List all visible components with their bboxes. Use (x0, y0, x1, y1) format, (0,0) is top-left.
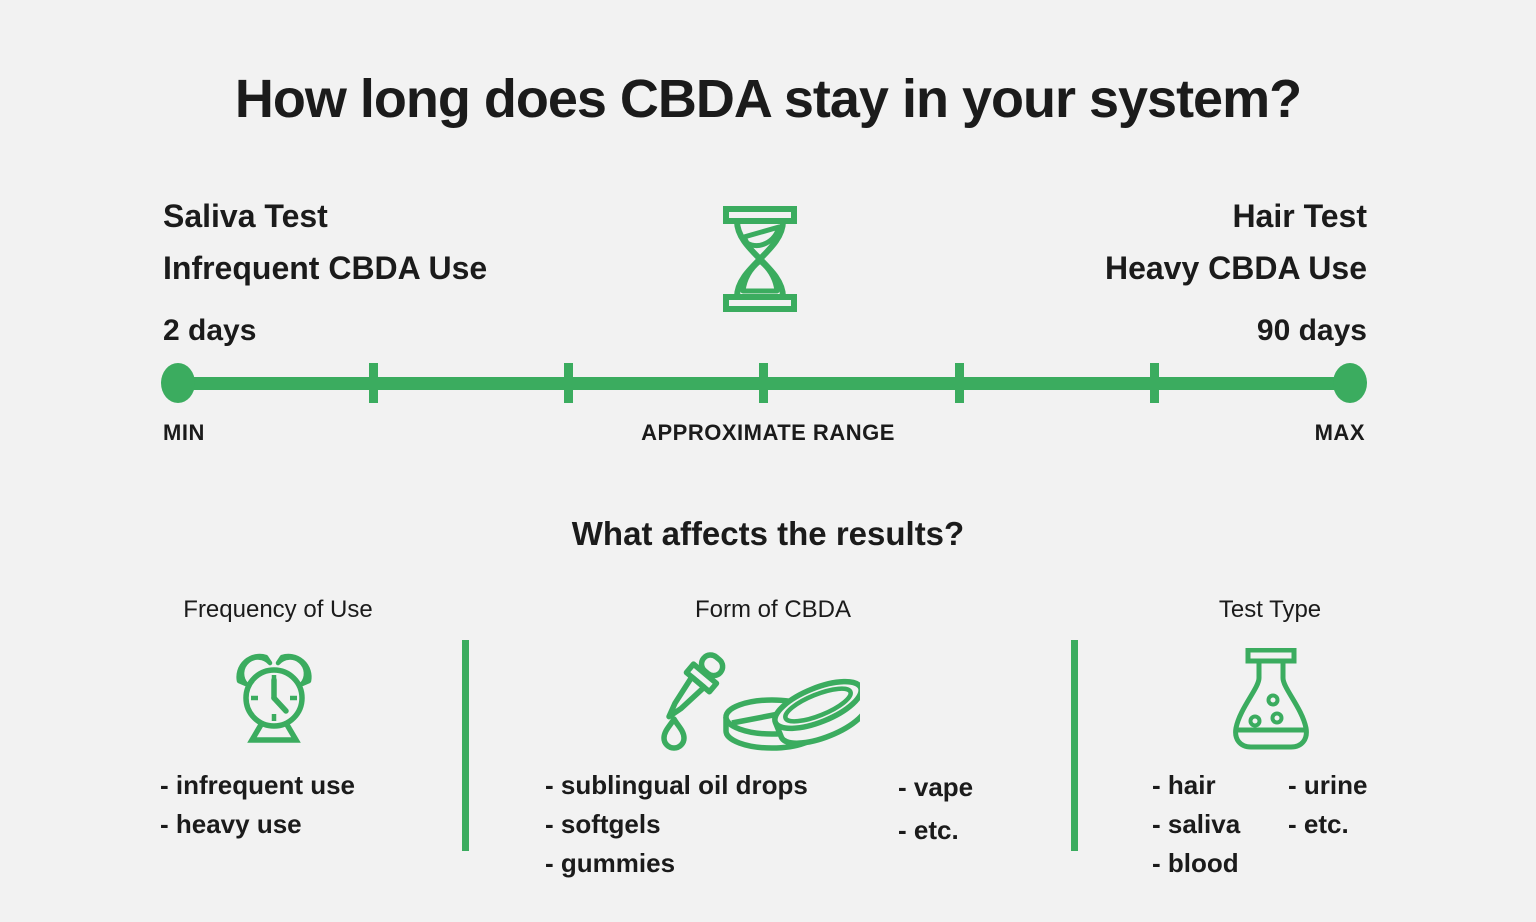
timeline-min-endpoint (161, 363, 195, 403)
timeline-tick (759, 363, 768, 403)
timeline-max-value: 90 days (1256, 314, 1367, 347)
timeline-max-label: MAX (1314, 420, 1365, 445)
page-title: How long does CBDA stay in your system? (234, 69, 1302, 129)
column-header-form: Form of CBDA (694, 596, 852, 623)
dropper-and-containers-icon (650, 645, 860, 757)
column-header-test-type: Test Type (1218, 596, 1322, 623)
list-item: - hair (1152, 770, 1216, 800)
timeline-right-heading-line2: Heavy CBDA Use (1104, 250, 1367, 286)
list-item: - saliva (1152, 809, 1241, 839)
list-item: - infrequent use (160, 770, 356, 800)
timeline-left-heading-line2: Infrequent CBDA Use (163, 250, 488, 286)
form-list-left: - sublingual oil drops - softgels - gumm… (545, 766, 808, 883)
timeline-right-heading: Hair Test Heavy CBDA Use (1105, 190, 1367, 294)
hourglass-icon (722, 206, 798, 312)
factors-section-title: What affects the results? (571, 515, 965, 552)
timeline-max-endpoint (1333, 363, 1367, 403)
alarm-clock-icon (232, 648, 316, 748)
timeline-left-heading: Saliva Test Infrequent CBDA Use (163, 190, 487, 294)
timeline-tick (564, 363, 573, 403)
frequency-list: - infrequent use - heavy use (160, 766, 355, 844)
list-item: - softgels (545, 809, 661, 839)
timeline-tick (369, 363, 378, 403)
column-divider (1071, 640, 1078, 851)
column-divider (462, 640, 469, 851)
list-item: - heavy use (160, 809, 302, 839)
column-header-frequency: Frequency of Use (183, 596, 373, 623)
timeline-min-label: MIN (163, 420, 205, 445)
list-item: - blood (1152, 848, 1239, 878)
timeline-left-heading-line1: Saliva Test (163, 198, 328, 234)
list-item: - etc. (1288, 809, 1349, 839)
timeline-range-label: APPROXIMATE RANGE (641, 420, 895, 445)
timeline-right-heading-line1: Hair Test (1232, 198, 1367, 234)
list-item: - urine (1288, 770, 1368, 800)
form-list-right: - vape - etc. (898, 766, 973, 852)
list-item: - vape (898, 772, 974, 802)
timeline-tick (955, 363, 964, 403)
test-type-list-left: - hair - saliva - blood (1152, 766, 1240, 883)
timeline-tick (1150, 363, 1159, 403)
timeline-min-value: 2 days (163, 314, 257, 347)
list-item: - sublingual oil drops (545, 770, 808, 800)
test-type-list-right: - urine - etc. (1288, 766, 1367, 844)
lab-flask-icon (1225, 648, 1317, 752)
list-item: - gummies (545, 848, 676, 878)
list-item: - etc. (898, 815, 959, 845)
